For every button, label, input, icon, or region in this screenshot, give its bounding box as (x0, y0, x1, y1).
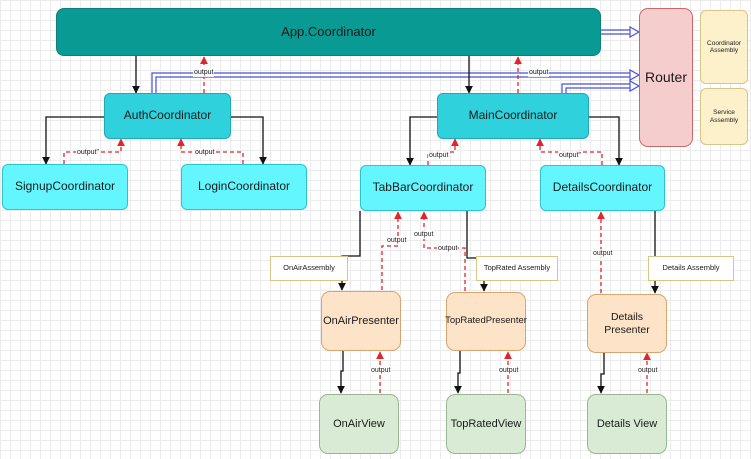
details-view-node[interactable]: Details View (587, 394, 667, 454)
auth-coordinator-label: AuthCoordinator (123, 108, 212, 123)
edge-onair-presenter-to-view (337, 351, 345, 394)
label-output-details-presenter: output (592, 249, 614, 258)
main-coordinator-node[interactable]: MainCoordinator (437, 93, 589, 139)
signup-coordinator-node[interactable]: SignupCoordinator (2, 164, 128, 210)
toprated-assembly-node[interactable]: TopRated Assembly (476, 256, 558, 281)
toprated-assembly-label: TopRated Assembly (483, 263, 551, 273)
toprated-presenter-node[interactable]: TopRatedPresenter (445, 292, 527, 351)
label-output-toprated-view: output (498, 366, 520, 375)
edge-main-to-router (561, 79, 641, 93)
tabbar-coordinator-node[interactable]: TabBarCoordinator (360, 165, 486, 211)
edge-main-to-tabbar (406, 116, 437, 166)
auth-coordinator-node[interactable]: AuthCoordinator (104, 93, 231, 139)
label-output-signup-auth: output" (76, 148, 100, 157)
coordinator-assembly-node[interactable]: Coordinator Assembly (700, 10, 748, 84)
toprated-view-node[interactable]: TopRatedView (446, 394, 526, 454)
details-view-label: Details View (596, 417, 658, 430)
onair-assembly-node[interactable]: OnAirAssembly (270, 256, 348, 281)
onair-view-node[interactable]: OnAirView (319, 394, 399, 454)
details-assembly-label: Details Assembly (662, 263, 720, 273)
main-coordinator-label: MainCoordinator (468, 108, 558, 123)
login-coordinator-node[interactable]: LoginCoordinator (181, 164, 307, 210)
router-label: Router (644, 69, 688, 86)
details-assembly-node[interactable]: Details Assembly (648, 256, 734, 281)
toprated-view-label: TopRatedView (450, 417, 522, 430)
service-assembly-label: Service Assembly (709, 109, 739, 124)
onair-presenter-node[interactable]: OnAirPresenter (321, 291, 401, 351)
label-output-main-app: output (528, 68, 550, 77)
service-assembly-node[interactable]: Service Assembly (700, 88, 748, 145)
router-node[interactable]: Router (639, 8, 693, 147)
login-coordinator-label: LoginCoordinator (197, 179, 291, 194)
details-presenter-node[interactable]: Details Presenter (587, 294, 667, 353)
label-output-toprated-tabbar: output (413, 230, 435, 239)
app-coordinator-node[interactable]: App.Coordinator (56, 8, 601, 56)
label-output-details-main: output" (558, 151, 582, 160)
label-output-login-auth: output (194, 148, 216, 157)
edge-app-to-router (601, 25, 641, 39)
label-output-toprated-assembly: output (437, 244, 459, 253)
toprated-presenter-label: TopRatedPresenter (445, 315, 527, 327)
label-output-tabbar-main: output (428, 151, 450, 160)
edge-main-to-details (589, 116, 623, 166)
details-presenter-label: Details Presenter (604, 311, 650, 336)
coordinator-assembly-label: Coordinator Assembly (707, 39, 741, 54)
label-output-auth-app: output (193, 68, 215, 77)
label-output-details-view: output (637, 366, 659, 375)
onair-assembly-label: OnAirAssembly (283, 263, 335, 273)
edge-toprated-presenter-to-view (454, 351, 462, 394)
edge-details-presenter-to-view (597, 352, 605, 394)
onair-view-label: OnAirView (333, 417, 385, 430)
tabbar-coordinator-label: TabBarCoordinator (372, 180, 474, 195)
onair-presenter-label: OnAirPresenter (323, 314, 399, 327)
edge-auth-to-router (151, 68, 641, 93)
signup-coordinator-label: SignupCoordinator (14, 179, 116, 194)
edge-auth-to-signup (42, 116, 104, 165)
label-output-onair-view: output (370, 366, 392, 375)
label-output-onair-tabbar: output (386, 236, 408, 245)
output-onair-to-tabbar (381, 211, 402, 290)
app-coordinator-label: App.Coordinator (281, 23, 376, 39)
details-coordinator-label: DetailsCoordinator (552, 180, 653, 195)
edge-auth-to-login (231, 116, 267, 165)
details-coordinator-node[interactable]: DetailsCoordinator (540, 165, 665, 211)
